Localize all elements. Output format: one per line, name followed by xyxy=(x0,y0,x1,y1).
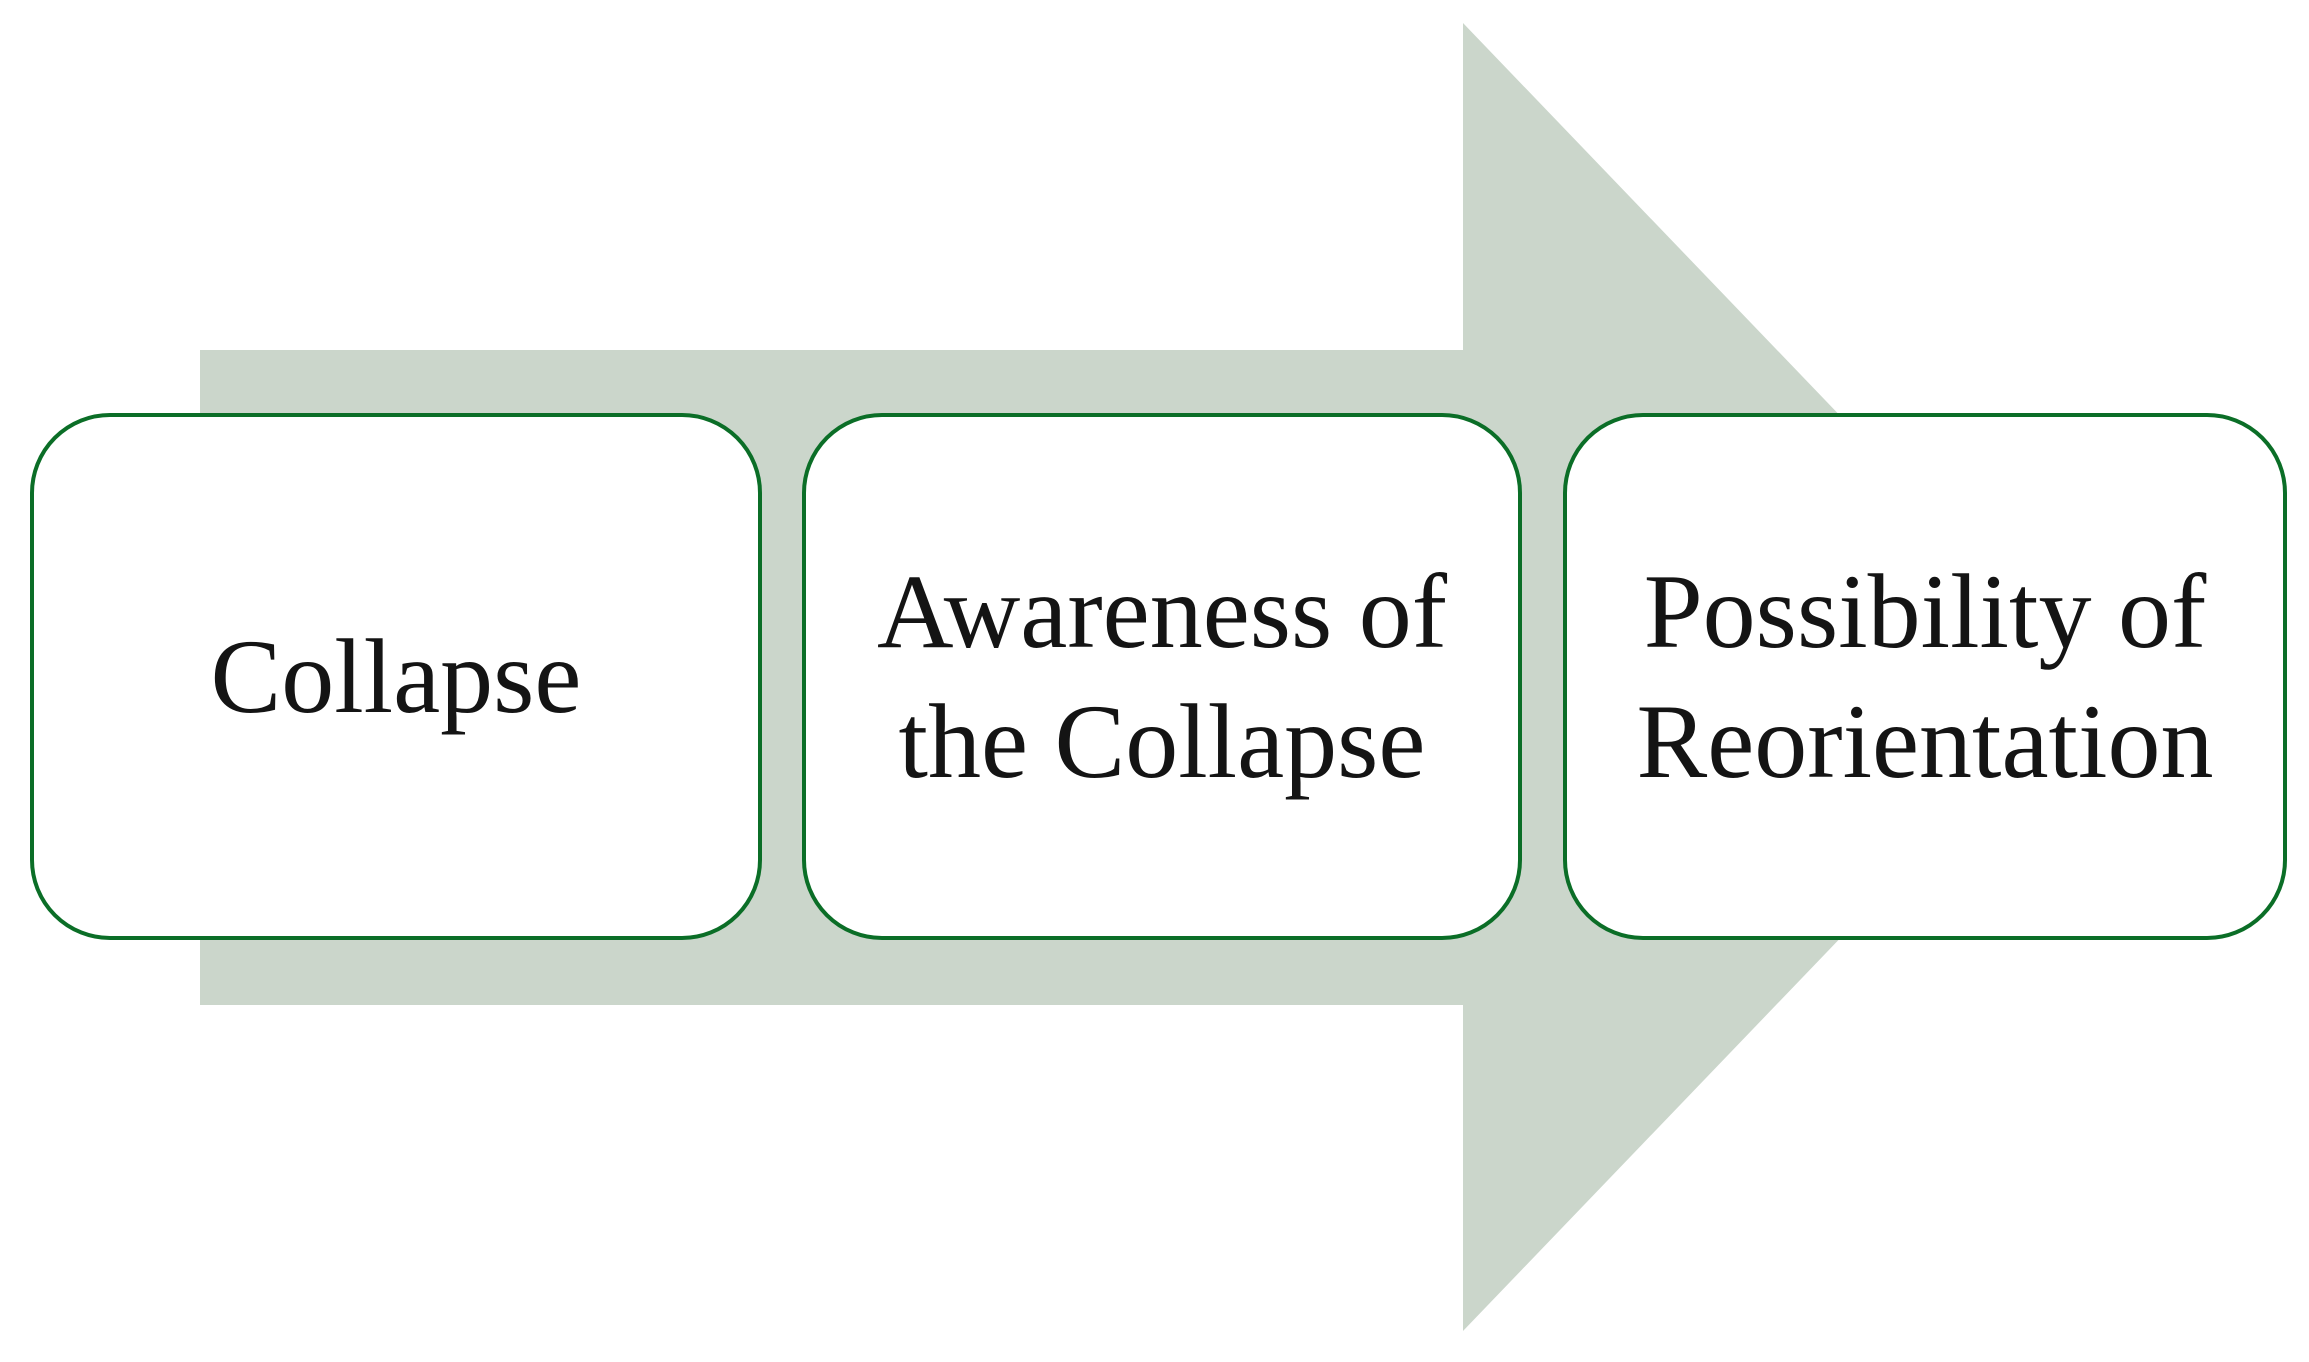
stage-label-collapse: Collapse xyxy=(211,612,582,741)
stage-box-reorientation: Possibility of Reorientation xyxy=(1563,413,2287,940)
stage-label-awareness: Awareness of the Collapse xyxy=(877,547,1447,806)
stage-label-line: Reorientation xyxy=(1636,682,2214,800)
stage-label-reorientation: Possibility of Reorientation xyxy=(1637,547,2214,806)
stage-box-collapse: Collapse xyxy=(30,413,762,940)
stage-label-line: Awareness of xyxy=(876,553,1448,671)
stage-box-awareness: Awareness of the Collapse xyxy=(802,413,1522,940)
stage-label-line: Possibility of xyxy=(1643,553,2207,671)
stage-label-line: the Collapse xyxy=(898,682,1426,800)
stage-label-line: Collapse xyxy=(210,617,582,735)
